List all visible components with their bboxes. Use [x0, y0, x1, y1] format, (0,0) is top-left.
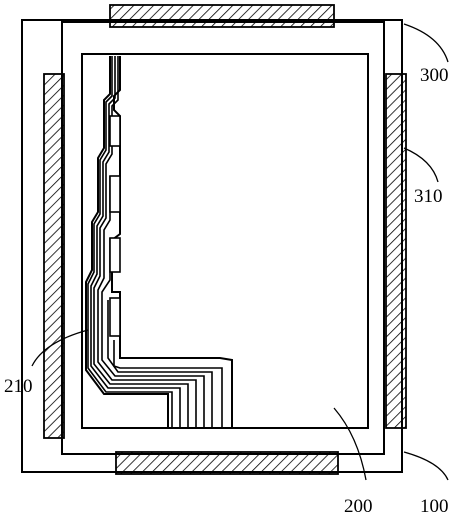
left-hatched-pad [43, 73, 65, 439]
wire-pad-1 [109, 115, 121, 147]
label-100: 100 [420, 496, 449, 517]
wiring-bundle [85, 56, 233, 429]
top-hatched-pad [109, 4, 335, 28]
leader-300 [403, 23, 449, 63]
leader-lines [31, 23, 449, 481]
wire-trace-1 [87, 56, 173, 428]
wire-trace-2 [90, 56, 181, 428]
leader-100 [403, 451, 449, 481]
bottom-hatched-pad [115, 451, 339, 475]
wire-pad-4 [109, 297, 121, 337]
label-300: 300 [420, 65, 449, 86]
label-210: 210 [4, 376, 33, 397]
wire-trace-5 [101, 238, 205, 428]
leader-200 [333, 407, 367, 481]
wire-pad-2 [109, 175, 121, 213]
leader-310 [403, 147, 439, 183]
wire-trace-4 [97, 176, 197, 428]
leader-210 [31, 329, 89, 367]
wire-trace-7 [113, 340, 223, 428]
inner-panel [81, 53, 369, 429]
wire-trace-6 [107, 300, 213, 428]
label-200: 200 [344, 496, 373, 517]
wire-pad-3 [109, 237, 121, 273]
wire-trace-3 [93, 56, 189, 428]
right-hatched-pad [385, 73, 407, 429]
label-310: 310 [414, 186, 443, 207]
